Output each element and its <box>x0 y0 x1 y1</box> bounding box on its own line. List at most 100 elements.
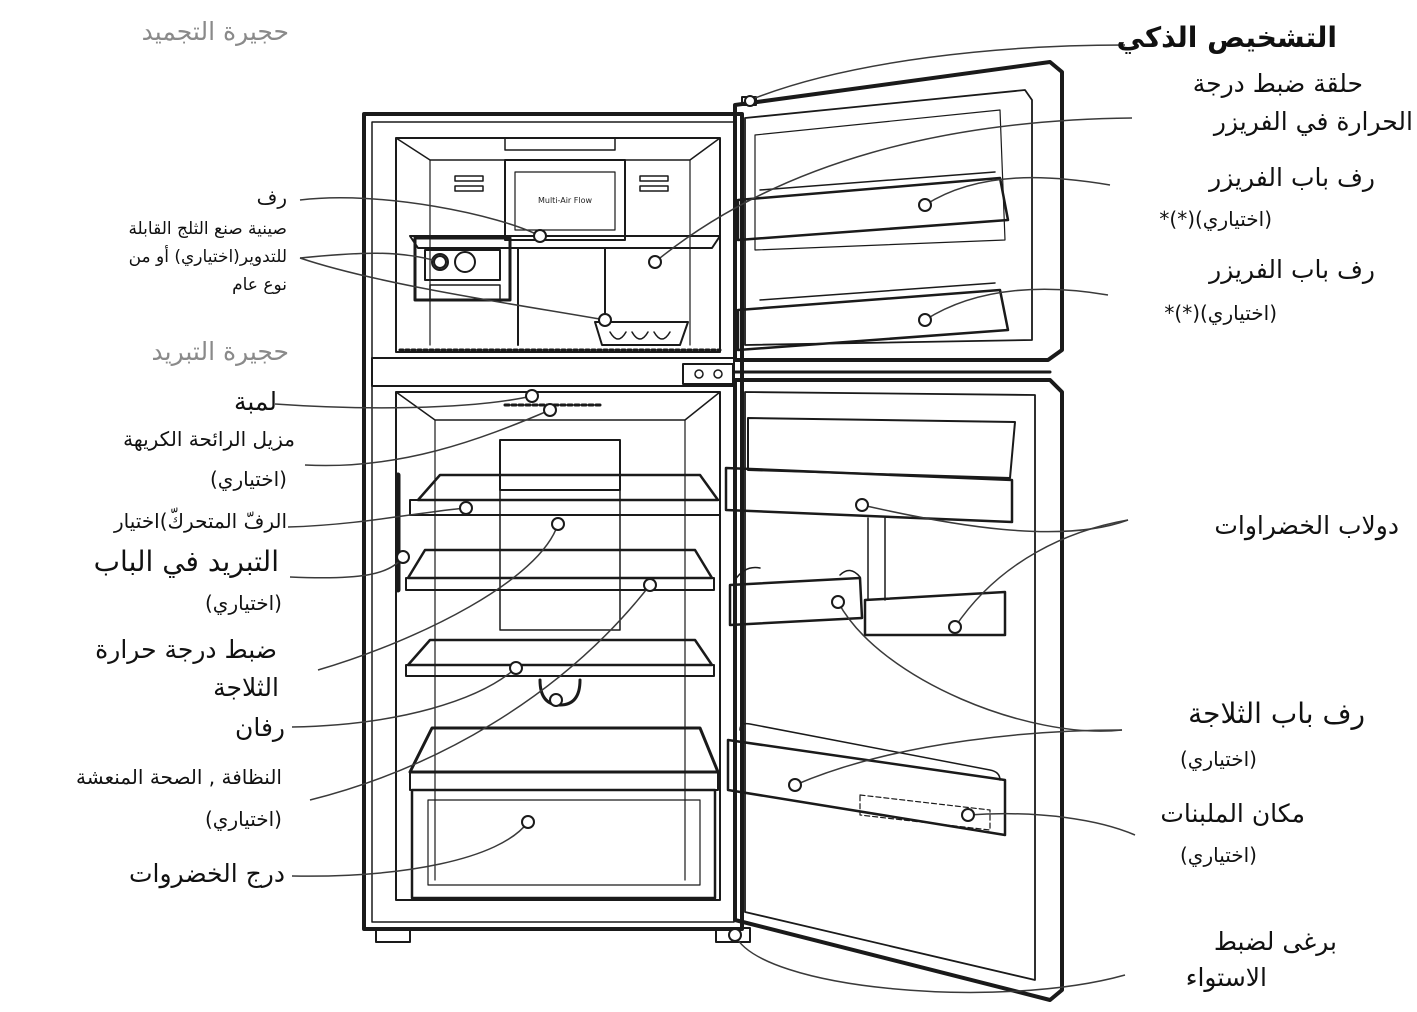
door-bin-right <box>863 590 1007 637</box>
leader-ice-b <box>299 257 606 321</box>
freezer-door-shelf-bottom <box>736 288 1010 352</box>
label-moving-shelf: الرفّ المتحركّ)اختيار <box>114 509 287 533</box>
glass-shelf-3 <box>406 638 714 667</box>
freezer-interior <box>395 137 721 353</box>
label-freezer-shelf-a-2: (اختياري)(*)* <box>1159 207 1272 231</box>
label-freezer-temp-2: الحرارة في الفريزر <box>1213 107 1413 136</box>
fridge-interior <box>395 391 721 901</box>
leader-door-shelf-b <box>794 729 1123 786</box>
point-fresh <box>643 578 657 592</box>
leader-veg-drawer <box>291 821 529 877</box>
leader-moving-shelf <box>287 507 467 528</box>
point-ice-a <box>433 255 447 269</box>
point-moving-shelf <box>459 501 473 515</box>
panel-text: Multi-Air Flow <box>538 196 593 205</box>
label-fridge-door-shelf-2: (اختياري) <box>1179 747 1257 771</box>
door-bin-top <box>747 417 1016 479</box>
leader-veg-bin-a <box>861 504 1129 533</box>
leader-fresh <box>309 584 651 801</box>
point-door-shelf-b <box>788 778 802 792</box>
point-fresh-b <box>549 693 563 707</box>
point-freezer-shelf-b <box>918 313 932 327</box>
point-fridge-temp <box>551 517 565 531</box>
point-veg-bin-a <box>855 498 869 512</box>
label-deodorizer-2: (اختياري) <box>209 467 287 491</box>
crisper-cover <box>408 726 720 774</box>
door-shelf-wide <box>724 466 1014 524</box>
label-fresh-2: (اختياري) <box>204 807 282 831</box>
point-shelf <box>533 229 547 243</box>
label-lamp: لمبة <box>233 387 277 416</box>
leader-dairy <box>967 812 1136 836</box>
fridge-section-title: حجيرة التبريد <box>151 337 290 366</box>
leader-leveling <box>734 934 1126 994</box>
point-veg-drawer <box>521 815 535 829</box>
leader-door-shelf-a <box>837 601 1123 732</box>
leader-fridge-temp <box>317 523 559 671</box>
label-ice-tray-1: صينية صنع الثلج القابلة <box>128 219 287 239</box>
label-fridge-door-shelf-1: رف باب الثلاجة <box>1188 697 1365 730</box>
point-deodorizer <box>543 403 557 417</box>
glass-shelf-2 <box>406 548 714 580</box>
label-freezer-shelf-b-2: (اختياري)(*)* <box>1164 301 1277 325</box>
leader-ice-a <box>299 252 441 263</box>
label-freezer-temp-1: حلقة ضبط درجة <box>1192 69 1363 98</box>
leveling-foot-right <box>715 927 751 943</box>
freezer-section-title: حجيرة التجميد <box>141 17 289 46</box>
fridge-door <box>733 378 1064 1002</box>
freezer-door-shelf-top <box>736 176 1010 242</box>
egg-tray <box>859 794 991 831</box>
label-shelf: رف <box>256 185 287 209</box>
leader-shelf <box>299 197 541 237</box>
glass-shelf-1 <box>416 473 720 502</box>
leader-door-cooling <box>289 556 404 579</box>
label-fresh-1: النظافة , الصحة المنعشة <box>76 765 282 789</box>
point-door-cooling <box>396 550 410 564</box>
label-dairy-1: مكان الملبنات <box>1160 799 1305 828</box>
freezer-door <box>733 60 1064 362</box>
point-leveling <box>728 928 742 942</box>
ice-tray <box>594 321 689 346</box>
leader-deodorizer <box>304 409 551 467</box>
label-deodorizer-1: مزيل الرائحة الكريهة <box>123 427 295 451</box>
point-ice-b <box>598 313 612 327</box>
label-freezer-shelf-b-1: رف باب الفريزر <box>1209 255 1375 284</box>
label-leveling-1: برغى لضبط <box>1213 927 1337 956</box>
label-veg-drawer: درج الخضروات <box>128 859 285 888</box>
label-leveling-2: الاستواء <box>1185 963 1267 992</box>
door-bin-left <box>728 576 864 627</box>
label-freezer-shelf-a-1: رف باب الفريزر <box>1209 163 1375 192</box>
point-door-shelf-a <box>831 595 845 609</box>
leveling-foot-left <box>375 927 411 943</box>
point-smart-diagnosis <box>744 95 756 107</box>
label-vegetable-bin: دولاب الخضراوات <box>1214 511 1399 540</box>
label-ice-tray-2: للتدوير(اختياري) أو من <box>128 247 287 267</box>
leader-shelves <box>291 667 517 728</box>
label-shelves: رفان <box>235 713 285 742</box>
point-shelves <box>509 661 523 675</box>
point-dairy <box>961 808 975 822</box>
leader-freezer-shelf-a <box>924 176 1111 206</box>
label-fridge-temp-2: الثلاجة <box>213 673 279 702</box>
compartment-divider <box>371 357 735 387</box>
fridge-door-shelf-lower <box>726 738 1007 837</box>
air-flow-panel <box>504 159 626 241</box>
leader-freezer-temp <box>654 117 1133 263</box>
leader-smart-diagnosis <box>749 44 1126 101</box>
label-smart-diagnosis: التشخيص الذكي <box>1116 21 1338 54</box>
label-fridge-temp-1: ضبط درجة حرارة <box>95 635 277 664</box>
label-ice-tray-3: نوع عام <box>232 275 287 295</box>
point-freezer-temp <box>648 255 662 269</box>
label-dairy-2: (اختياري) <box>1179 843 1257 867</box>
leader-veg-bin-b <box>954 519 1129 628</box>
point-freezer-shelf-a <box>918 198 932 212</box>
point-lamp <box>525 389 539 403</box>
point-veg-bin-b <box>948 620 962 634</box>
leader-freezer-shelf-b <box>924 288 1109 321</box>
leader-lamp <box>274 395 533 409</box>
vegetable-drawer-box <box>410 788 717 900</box>
label-door-cooling-2: (اختياري) <box>204 591 282 615</box>
label-door-cooling-1: التبريد في الباب <box>93 545 279 578</box>
